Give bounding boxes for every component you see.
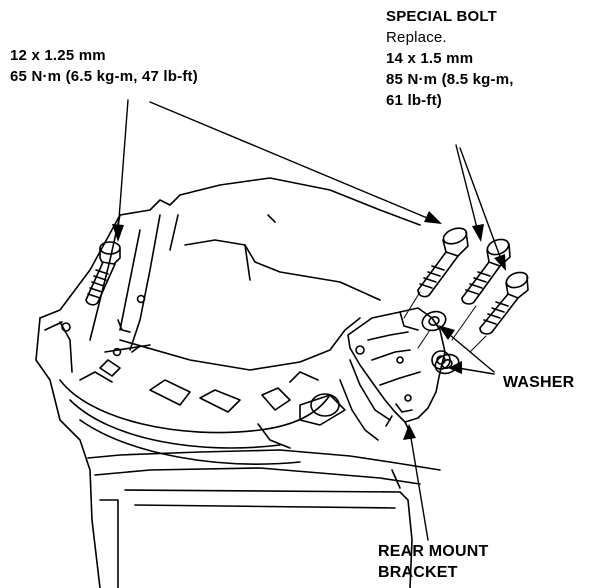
left-bolt-size: 12 x 1.25 mm: [10, 47, 106, 64]
special-bolt-torque-1: 85 N·m (8.5 kg-m,: [386, 71, 514, 88]
special-bolt-label: SPECIAL BOLT Replace. 14 x 1.5 mm 85 N·m…: [386, 6, 514, 111]
leader-lines: [118, 100, 502, 540]
left-bolt: [86, 242, 120, 305]
special-bolt-2: [462, 237, 511, 304]
special-bolt-1: [418, 225, 469, 296]
bracket-label-line1: REAR MOUNT: [378, 543, 489, 560]
bracket-label: REAR MOUNT BRACKET: [378, 541, 488, 583]
left-bolt-torque: 65 N·m (6.5 kg-m, 47 lb-ft): [10, 68, 198, 85]
special-bolt-size: 14 x 1.5 mm: [386, 50, 474, 67]
rear-mount-bracket: [348, 308, 450, 432]
bracket-label-line2: BRACKET: [378, 564, 458, 581]
engine-housing: [36, 178, 440, 588]
special-bolt-title: SPECIAL BOLT: [386, 8, 498, 25]
special-bolt-3: [480, 270, 530, 334]
washer-lower: [433, 351, 462, 376]
special-bolt-note: Replace.: [386, 29, 447, 46]
special-bolt-torque-2: 61 lb-ft): [386, 92, 442, 109]
left-bolt-label: 12 x 1.25 mm 65 N·m (6.5 kg-m, 47 lb-ft): [10, 45, 198, 87]
washer-label: WASHER: [503, 374, 575, 391]
washer-upper: [420, 308, 449, 333]
alignment-lines: [404, 292, 486, 352]
arrowheads: [112, 211, 506, 440]
